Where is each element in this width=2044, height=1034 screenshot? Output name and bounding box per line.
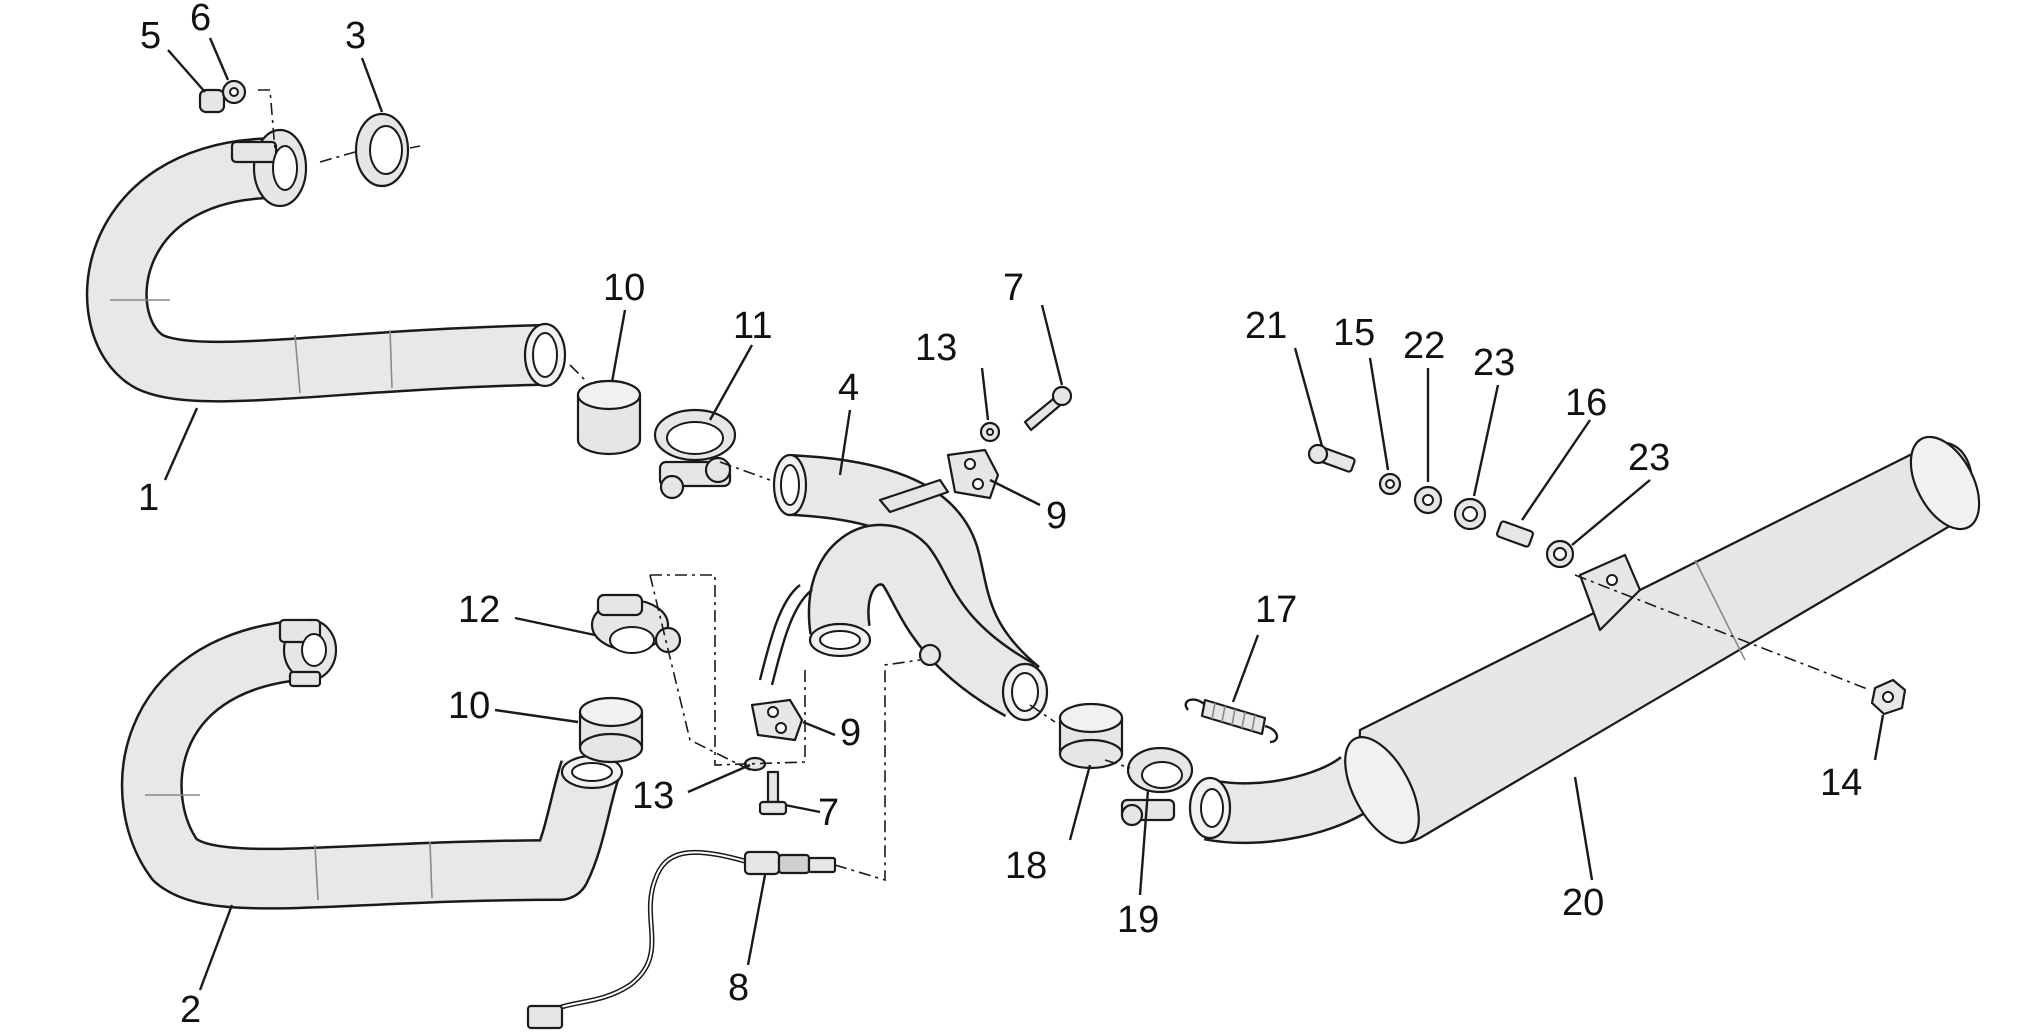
part-9-lower-bracket — [750, 698, 804, 742]
part-15-washer — [1378, 472, 1402, 496]
part-10-lower-sleeve — [578, 696, 644, 764]
part-16-spacer — [1496, 520, 1534, 548]
part-21-bolt — [1307, 443, 1356, 473]
callout-10-upper: 10 — [603, 267, 645, 309]
part-4-y-pipe-collector — [758, 453, 1049, 722]
callout-16: 16 — [1565, 382, 1607, 424]
callout-3: 3 — [345, 15, 366, 57]
part-14-nut — [1870, 678, 1907, 716]
callout-9-upper: 9 — [1046, 495, 1067, 537]
callout-7-lower: 7 — [818, 792, 839, 834]
part-17-spring — [1184, 698, 1279, 744]
part-5-nut — [198, 88, 226, 114]
callout-15: 15 — [1333, 312, 1375, 354]
part-1-upper-header-pipe — [85, 128, 567, 403]
part-19-clamp — [1120, 746, 1194, 827]
part-20-muffler — [1188, 435, 1981, 845]
part-22-washer — [1413, 485, 1443, 515]
part-13-upper-washer — [979, 421, 1001, 443]
part-3-gasket — [354, 112, 410, 188]
callout-23-right: 23 — [1628, 437, 1670, 479]
callout-10-lower: 10 — [448, 685, 490, 727]
part-10-upper-sleeve — [576, 379, 642, 456]
callout-1: 1 — [138, 477, 159, 519]
callout-8: 8 — [728, 967, 749, 1009]
callout-labels: 1 2 3 5 6 10 11 4 13 7 9 12 10 9 13 7 8 … — [138, 0, 1862, 1031]
callout-6: 6 — [190, 0, 211, 39]
callout-21: 21 — [1245, 305, 1287, 347]
callout-7-upper: 7 — [1003, 267, 1024, 309]
part-9-upper-bracket — [946, 448, 1000, 500]
callout-12: 12 — [458, 589, 500, 631]
callout-18: 18 — [1005, 845, 1047, 887]
callout-11: 11 — [733, 305, 772, 347]
callout-13-upper: 13 — [915, 327, 957, 369]
callout-2: 2 — [180, 989, 201, 1031]
callout-4: 4 — [838, 367, 859, 409]
lower-header-flange — [278, 618, 338, 688]
part-6-washer — [221, 79, 247, 105]
part-23-rubber-grommet-right — [1545, 539, 1575, 569]
part-11-clamp — [653, 408, 737, 500]
part-7-lower-bolt — [758, 770, 788, 816]
callout-5: 5 — [140, 15, 161, 57]
callout-22: 22 — [1403, 325, 1445, 367]
callout-23-left: 23 — [1473, 342, 1515, 384]
callout-13-lower: 13 — [632, 775, 674, 817]
leader-lines — [163, 37, 1885, 991]
callout-17: 17 — [1255, 589, 1297, 631]
callout-19: 19 — [1117, 899, 1159, 941]
part-18-sleeve — [1058, 702, 1124, 770]
part-2-lower-header-pipe — [120, 618, 624, 910]
part-23-rubber-grommet-left — [1453, 497, 1487, 531]
part-12-clamp — [590, 593, 682, 654]
upper-header-flange — [230, 128, 308, 208]
callout-9-lower: 9 — [840, 712, 861, 754]
assembly-centerlines — [258, 89, 1871, 882]
part-7-upper-bolt — [1023, 385, 1073, 432]
callout-14: 14 — [1820, 762, 1862, 804]
callout-20: 20 — [1562, 882, 1604, 924]
